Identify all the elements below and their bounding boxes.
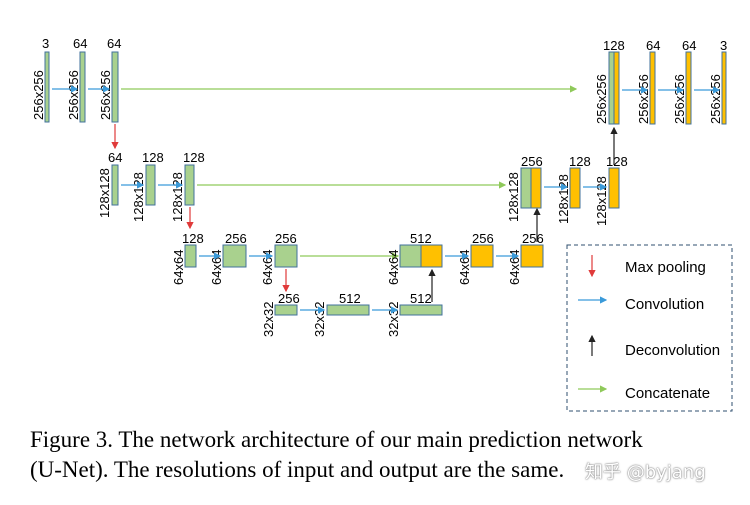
u3-size-b: 64x64 (457, 250, 472, 285)
l3-size-b: 64x64 (209, 250, 224, 285)
l3-conv2-block (274, 244, 298, 268)
l1-size-c: 256x256 (98, 70, 113, 120)
l3-pool-block (184, 244, 197, 268)
u1-conv2-block (685, 51, 692, 125)
u1-output-channels: 3 (720, 38, 727, 53)
l1-size-a: 256x256 (31, 70, 46, 120)
l3-conv2-channels: 256 (275, 231, 297, 246)
u1-cat-channels: 128 (603, 38, 625, 53)
u4-channels: 512 (410, 291, 432, 306)
l1-input-channels: 3 (42, 36, 49, 51)
u1-conv2-channels: 64 (682, 38, 696, 53)
u2-cat-channels: 256 (521, 154, 543, 169)
legend-deconvolution-label: Deconvolution (625, 342, 720, 359)
watermark-text: 知乎 @byjang (585, 462, 706, 483)
u1-size-b: 256x256 (636, 74, 651, 124)
u3-skip-block (399, 244, 422, 268)
u2-conv2-block (608, 167, 620, 209)
l2-size-c: 128x128 (170, 172, 185, 222)
l1-size-b: 256x256 (66, 70, 81, 120)
u1-output-block (721, 51, 727, 125)
u2-size-b: 128x128 (556, 174, 571, 224)
l4-pool-channels: 256 (278, 291, 300, 306)
u4-block (399, 304, 443, 316)
u2-conv1-channels: 128 (569, 154, 591, 169)
u2-conv2-channels: 128 (606, 154, 628, 169)
u2-size-c: 128x128 (594, 176, 609, 226)
u1-up-block (613, 51, 620, 125)
l1-input-block (44, 51, 50, 123)
l2-size-b: 128x128 (131, 172, 146, 222)
u3-size-c: 64x64 (507, 250, 522, 285)
l1-conv1-channels: 64 (73, 36, 87, 51)
l3-size-a: 64x64 (171, 250, 186, 285)
u1-size-d: 256x256 (708, 74, 723, 124)
u1-size-a: 256x256 (594, 74, 609, 124)
l3-conv1-block (222, 244, 247, 268)
legend-convolution-label: Convolution (625, 296, 704, 313)
l4-size-b: 32x32 (312, 302, 327, 337)
caption-line-2: (U-Net). The resolutions of input and ou… (30, 457, 565, 482)
l2-conv2-channels: 128 (183, 150, 205, 165)
u1-conv1-block (649, 51, 656, 125)
u2-skip-block (520, 167, 532, 209)
u2-up-block (530, 167, 542, 209)
l4-conv1-channels: 512 (339, 291, 361, 306)
l2-pool-channels: 64 (108, 150, 122, 165)
unet-diagram: 3 64 64 256x256 256x256 256x256 64 128 1… (31, 36, 733, 412)
u4-size: 32x32 (386, 302, 401, 337)
u3-up-block (420, 244, 443, 268)
l3-size-c: 64x64 (260, 250, 275, 285)
u3-size-a: 64x64 (386, 250, 401, 285)
u3-conv2-channels: 256 (522, 231, 544, 246)
l4-size-a: 32x32 (261, 302, 276, 337)
l3-conv1-channels: 256 (225, 231, 247, 246)
l2-size-a: 128x128 (97, 168, 112, 218)
u3-conv2-block (520, 244, 544, 268)
u1-conv1-channels: 64 (646, 38, 660, 53)
l3-pool-channels: 128 (182, 231, 204, 246)
l2-conv1-block (145, 164, 156, 206)
legend-concatenate-label: Concatenate (625, 385, 710, 402)
u1-size-c: 256x256 (672, 74, 687, 124)
l2-conv2-block (184, 164, 195, 206)
u3-conv1-channels: 256 (472, 231, 494, 246)
legend-box (566, 244, 733, 412)
l4-conv1-block (326, 304, 370, 316)
figure-caption: Figure 3. The network architecture of ou… (30, 425, 740, 485)
l2-conv1-channels: 128 (142, 150, 164, 165)
l1-conv1-block (79, 51, 86, 123)
u1-skip-block (608, 51, 615, 125)
u2-size-a: 128x128 (506, 172, 521, 222)
u3-conv1-block (470, 244, 494, 268)
legend-max-pooling-label: Max pooling (625, 259, 706, 276)
u3-cat-channels: 512 (410, 231, 432, 246)
l1-conv2-block (111, 51, 119, 123)
u2-conv1-block (569, 167, 581, 209)
caption-line-1: Figure 3. The network architecture of ou… (30, 427, 643, 452)
l2-pool-block (111, 164, 119, 206)
l1-conv2-channels: 64 (107, 36, 121, 51)
l4-pool-block (274, 304, 298, 316)
